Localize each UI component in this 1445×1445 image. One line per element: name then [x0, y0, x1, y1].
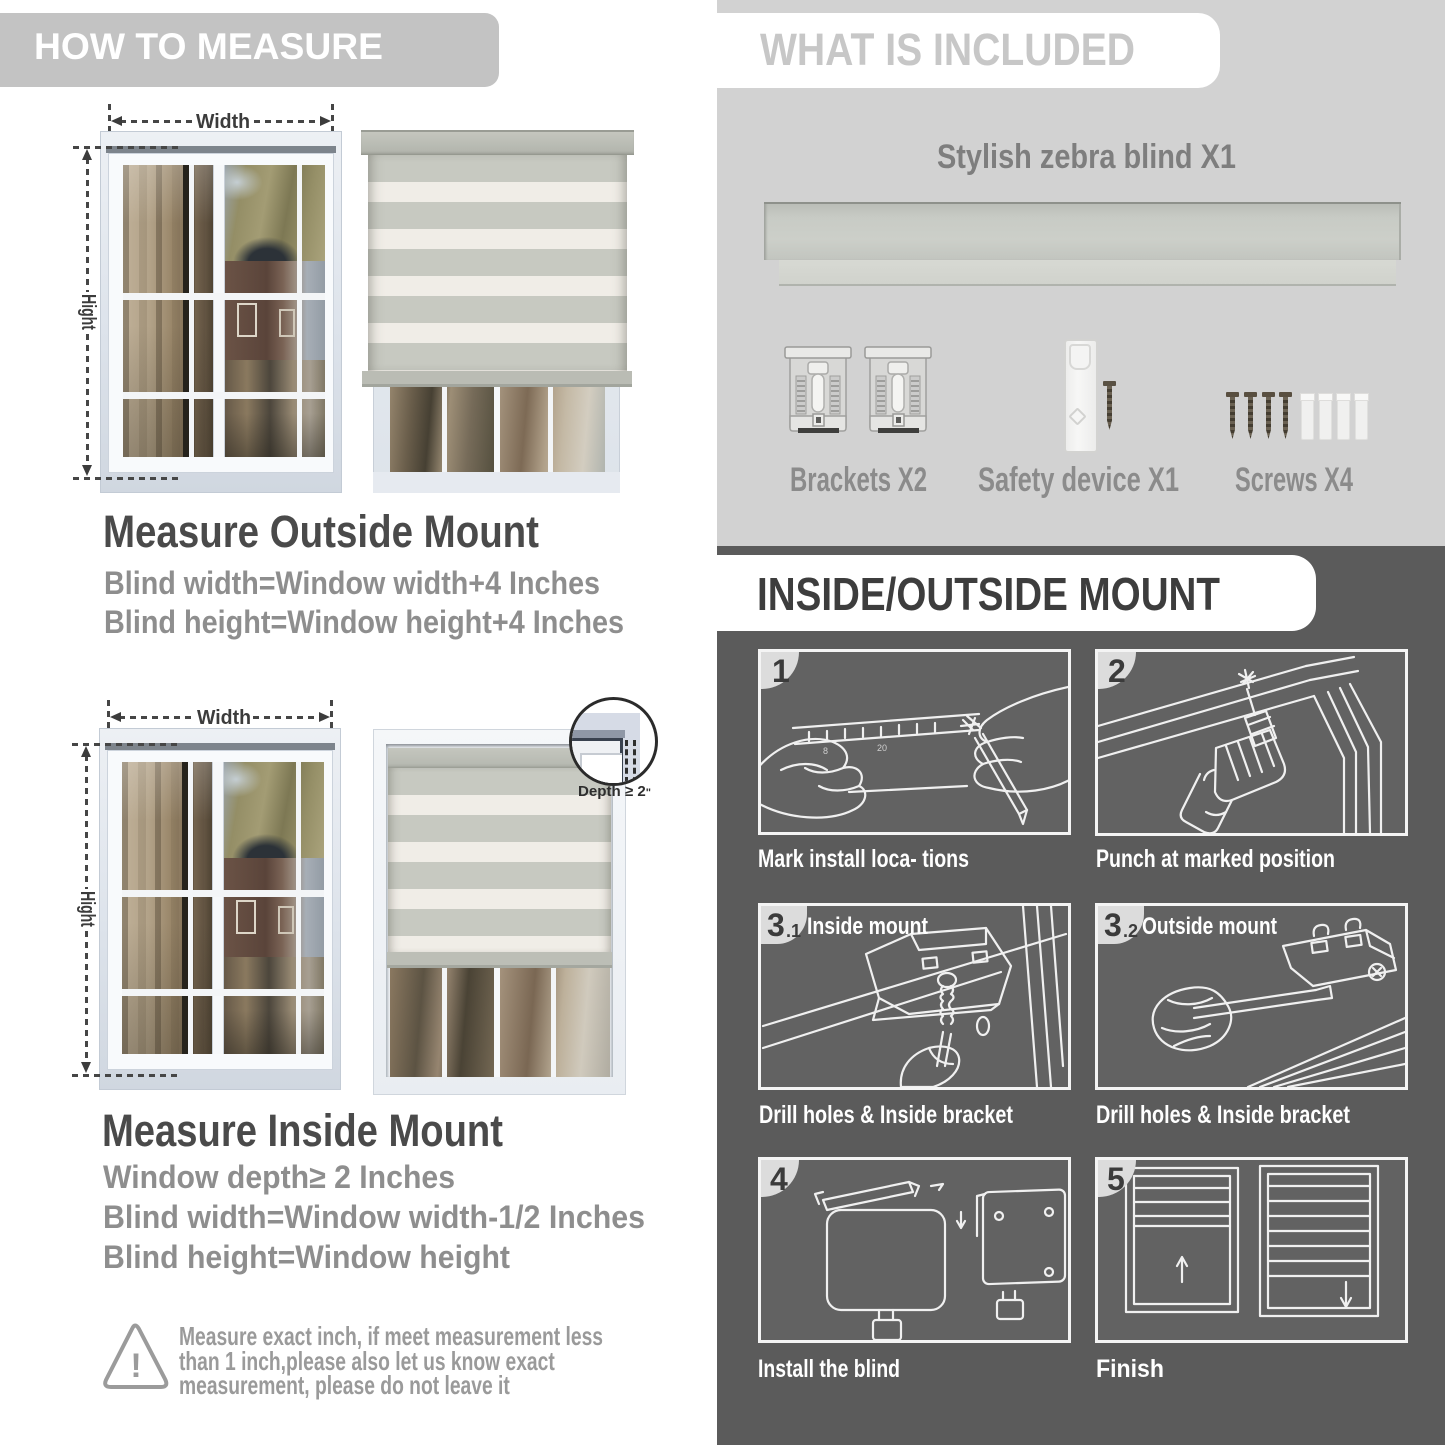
svg-text:!: ! [130, 1347, 141, 1385]
svg-text:8: 8 [823, 746, 828, 756]
svg-text:20: 20 [877, 743, 887, 753]
